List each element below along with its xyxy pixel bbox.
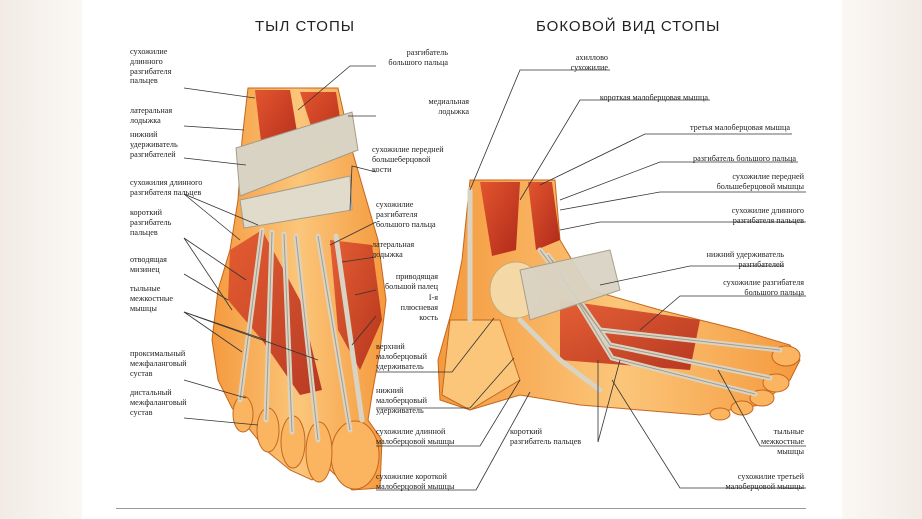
label-proximal-interphalangeal-joint: проксимальный межфаланговый сустав <box>130 349 187 378</box>
label-dorsal-interossei: тыльные межкостные мышцы <box>130 284 174 313</box>
label-inferior-extensor-retinaculum-right: нижний удерживатель разгибателей <box>706 250 784 269</box>
label-dorsal-interossei-right: тыльные межкостные мышцы <box>760 427 804 456</box>
page-edge-left <box>0 0 82 519</box>
label-tibialis-anterior-tendon-right: сухожилие передней большеберцовой мышцы <box>716 172 804 191</box>
label-abductor-digiti-minimi: отводящая мизинец <box>130 255 167 274</box>
label-peroneus-brevis-muscle: короткая малоберцовая мышца <box>599 93 708 102</box>
leader-lines <box>183 65 806 491</box>
label-extensor-hallucis-tendon: сухожилие разгибателя большого пальца <box>376 200 436 229</box>
label-inferior-peroneal-retinaculum: нижний малоберцовый удерживатель <box>376 386 428 415</box>
label-adductor-hallucis: приводящая большой палец <box>385 272 438 291</box>
lateral-foot-drawing <box>437 179 801 421</box>
label-extensor-digitorum-brevis-right: короткий разгибатель пальцев <box>510 427 582 446</box>
page-bottom-rule <box>116 508 806 509</box>
label-extensor-hallucis-tendon-right: сухожилие разгибателя большого пальца <box>723 278 804 297</box>
label-lateral-malleolus-2: латеральная лодыжка <box>372 240 415 259</box>
label-extensor-digitorum-brevis: короткий разгибатель пальцев <box>130 208 172 237</box>
label-lateral-malleolus: латеральная лодыжка <box>130 106 173 125</box>
label-peroneus-brevis-tendon: сухожилие короткой малоберцовой мышцы <box>376 472 455 491</box>
label-inferior-extensor-retinaculum: нижний удерживатель разгибателей <box>130 130 178 159</box>
label-achilles-tendon: ахиллово сухожилие <box>570 53 608 72</box>
label-extensor-digitorum-longus-tendons: сухожилия длинного разгибателя пальцев <box>130 178 203 197</box>
label-peroneus-tertius-tendon: сухожилие третьей малоберцовой мышцы <box>725 472 804 491</box>
title-lateral-view: БОКОВОЙ ВИД СТОПЫ <box>536 18 721 35</box>
title-dorsum: ТЫЛ СТОПЫ <box>255 18 356 35</box>
label-extensor-digitorum-longus-tendon: сухожилие длинного разгибателя пальцев <box>130 47 172 86</box>
label-extensor-hallucis: разгибатель большого пальца <box>388 48 448 67</box>
label-extensor-hallucis-muscle: разгибатель большого пальца <box>693 154 796 163</box>
label-first-metatarsal: I-я плюсневая кость <box>400 293 438 322</box>
label-distal-interphalangeal-joint: дистальный межфаланговый сустав <box>130 388 187 417</box>
dorsal-foot-drawing <box>211 87 387 491</box>
label-peroneus-longus-tendon: сухожилие длинной малоберцовой мышцы <box>376 427 455 446</box>
label-peroneus-tertius-muscle: третья малоберцовая мышца <box>689 123 790 132</box>
label-superior-peroneal-retinaculum: верхний малоберцовый удерживатель <box>376 342 428 371</box>
label-tibialis-anterior-tendon: сухожилие передней большеберцовой кости <box>372 145 444 174</box>
page-edge-right <box>842 0 922 519</box>
label-medial-malleolus: медиальная лодыжка <box>428 97 469 116</box>
label-extensor-digitorum-longus-tendon-right: сухожилие длинного разгибателя пальцев <box>731 206 804 225</box>
